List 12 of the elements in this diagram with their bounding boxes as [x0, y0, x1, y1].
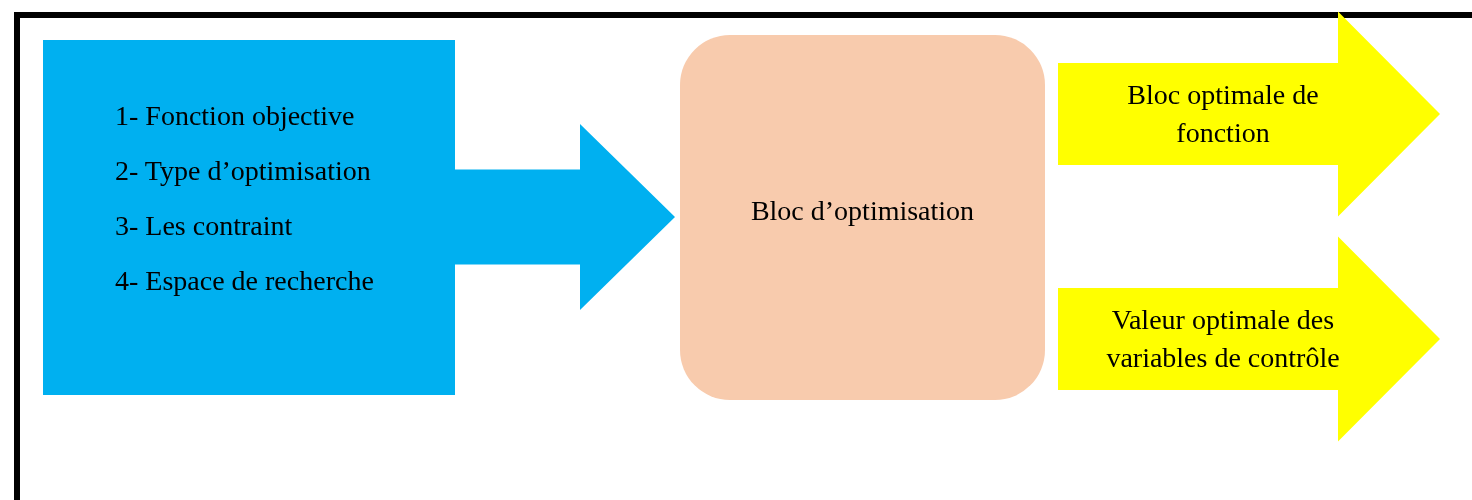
block-arrow — [1058, 236, 1440, 442]
list-item: 4- Espace de recherche — [115, 264, 375, 298]
edge-label: Bloc optimale de fonction — [1126, 78, 1320, 150]
list-box — [43, 40, 455, 395]
list-item: 2- Type d’optimisation — [115, 154, 372, 188]
process-label: Bloc d’optimisation — [750, 194, 975, 228]
list-item: 3- Les contraint — [115, 209, 294, 243]
block-arrow — [1058, 11, 1440, 217]
process-box — [680, 35, 1045, 400]
block-arrow — [455, 124, 675, 310]
edge-label: Valeur optimale des variables de contrôle — [1105, 303, 1341, 375]
list-item: 1- Fonction objective — [115, 99, 356, 133]
